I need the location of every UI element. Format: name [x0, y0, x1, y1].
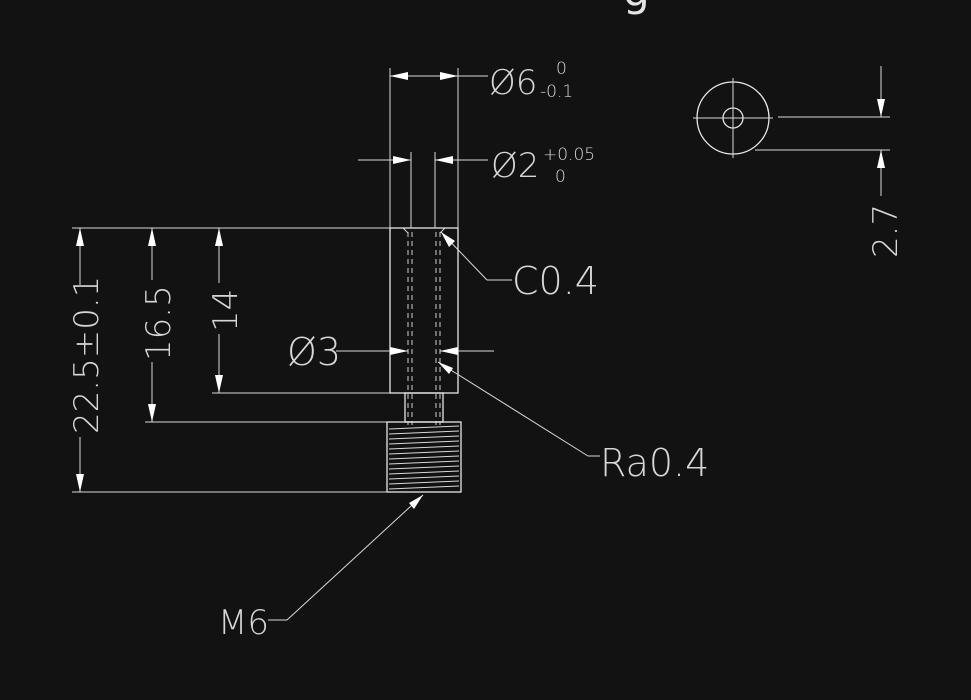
bore-diameter-label: Ø2 — [491, 146, 539, 186]
dim-flat-depth: 2.7 — [866, 66, 906, 258]
end-view — [693, 78, 890, 158]
neck-diameter-label: Ø3 — [287, 330, 341, 374]
flat-depth-label: 2.7 — [866, 204, 906, 258]
roughness-label: Ra0.4 — [600, 441, 709, 485]
roughness-callout: Ra0.4 — [437, 361, 709, 485]
thread-line — [388, 485, 460, 490]
thread-callout: M6 — [218, 494, 424, 643]
thread-label: M6 — [218, 603, 269, 643]
thread-line — [388, 425, 460, 430]
bore-diameter-upper-tol: +0.05 — [543, 145, 595, 165]
thread-line — [388, 450, 460, 455]
dim-total-length: 22.5±0.1 — [67, 228, 107, 492]
thread-line — [388, 455, 460, 460]
thread-line — [388, 440, 460, 445]
thread-line — [388, 445, 460, 450]
total-length-label: 22.5±0.1 — [67, 276, 107, 434]
length-to-thread-label: 16.5 — [139, 285, 179, 361]
part-neck — [404, 392, 444, 423]
thread-line — [388, 465, 460, 470]
title-fragment: g — [623, 0, 650, 16]
dim-length-to-thread: 16.5 — [139, 228, 179, 422]
thread-line — [388, 430, 460, 435]
heat-break-side-view — [386, 68, 462, 493]
outer-diameter-label: Ø6 — [489, 63, 537, 103]
thread-line — [388, 480, 460, 485]
outer-diameter-upper-tol: 0 — [556, 59, 567, 79]
thread-line — [388, 460, 460, 465]
dim-outer-diameter: Ø6 0 -0.1 — [390, 59, 573, 103]
body-length-label: 14 — [206, 289, 246, 332]
chamfer-callout: C0.4 — [440, 231, 599, 303]
outer-diameter-lower-tol: -0.1 — [540, 82, 573, 102]
thread-pattern — [388, 425, 460, 490]
internal-bore — [407, 232, 441, 425]
thread-line — [388, 435, 460, 440]
dim-neck-diameter: Ø3 — [287, 330, 494, 374]
bore-diameter-lower-tol: 0 — [555, 167, 566, 187]
thread-line — [388, 470, 460, 475]
chamfer-label: C0.4 — [512, 259, 599, 303]
thread-line — [388, 475, 460, 480]
thread-section — [386, 421, 462, 493]
dim-body-length: 14 — [206, 228, 246, 393]
dim-bore-diameter: Ø2 +0.05 0 — [358, 145, 595, 187]
